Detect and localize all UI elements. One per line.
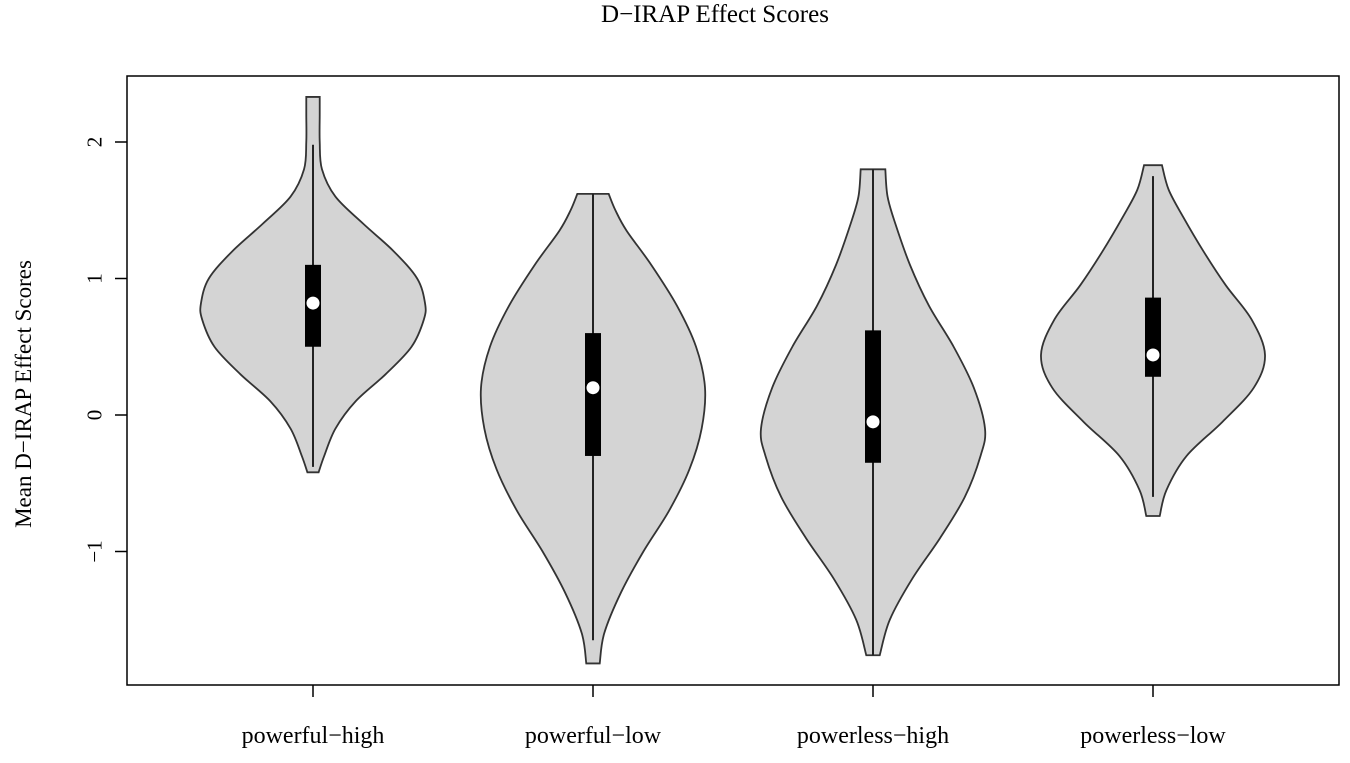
chart-title: D−IRAP Effect Scores [601, 1, 829, 28]
y-axis: −1 0 1 2 [82, 137, 127, 563]
median-point [306, 296, 320, 310]
x-tick-label: powerful−low [525, 723, 662, 749]
median-point [866, 415, 880, 429]
y-axis-label: Mean D−IRAP Effect Scores [11, 260, 36, 528]
violin-3 [759, 168, 987, 657]
violin-2 [479, 192, 707, 665]
iqr-box [865, 330, 881, 463]
violin-4 [1040, 164, 1266, 517]
x-axis: powerful−high powerful−low powerless−high p… [242, 685, 1226, 749]
y-tick-label: 2 [82, 137, 106, 148]
violin-1 [199, 96, 427, 474]
x-tick-label: powerless−low [1080, 723, 1226, 749]
violins [199, 96, 1266, 665]
median-point [586, 381, 600, 395]
y-tick-label: −1 [82, 540, 106, 562]
plot-frame [126, 75, 1340, 686]
y-tick-label: 1 [82, 273, 106, 284]
x-tick-label: powerful−high [242, 723, 385, 749]
iqr-box [1145, 297, 1161, 377]
median-point [1146, 348, 1160, 362]
y-tick-label: 0 [82, 410, 106, 421]
iqr-box [585, 333, 601, 456]
x-tick-label: powerless−high [797, 723, 949, 749]
